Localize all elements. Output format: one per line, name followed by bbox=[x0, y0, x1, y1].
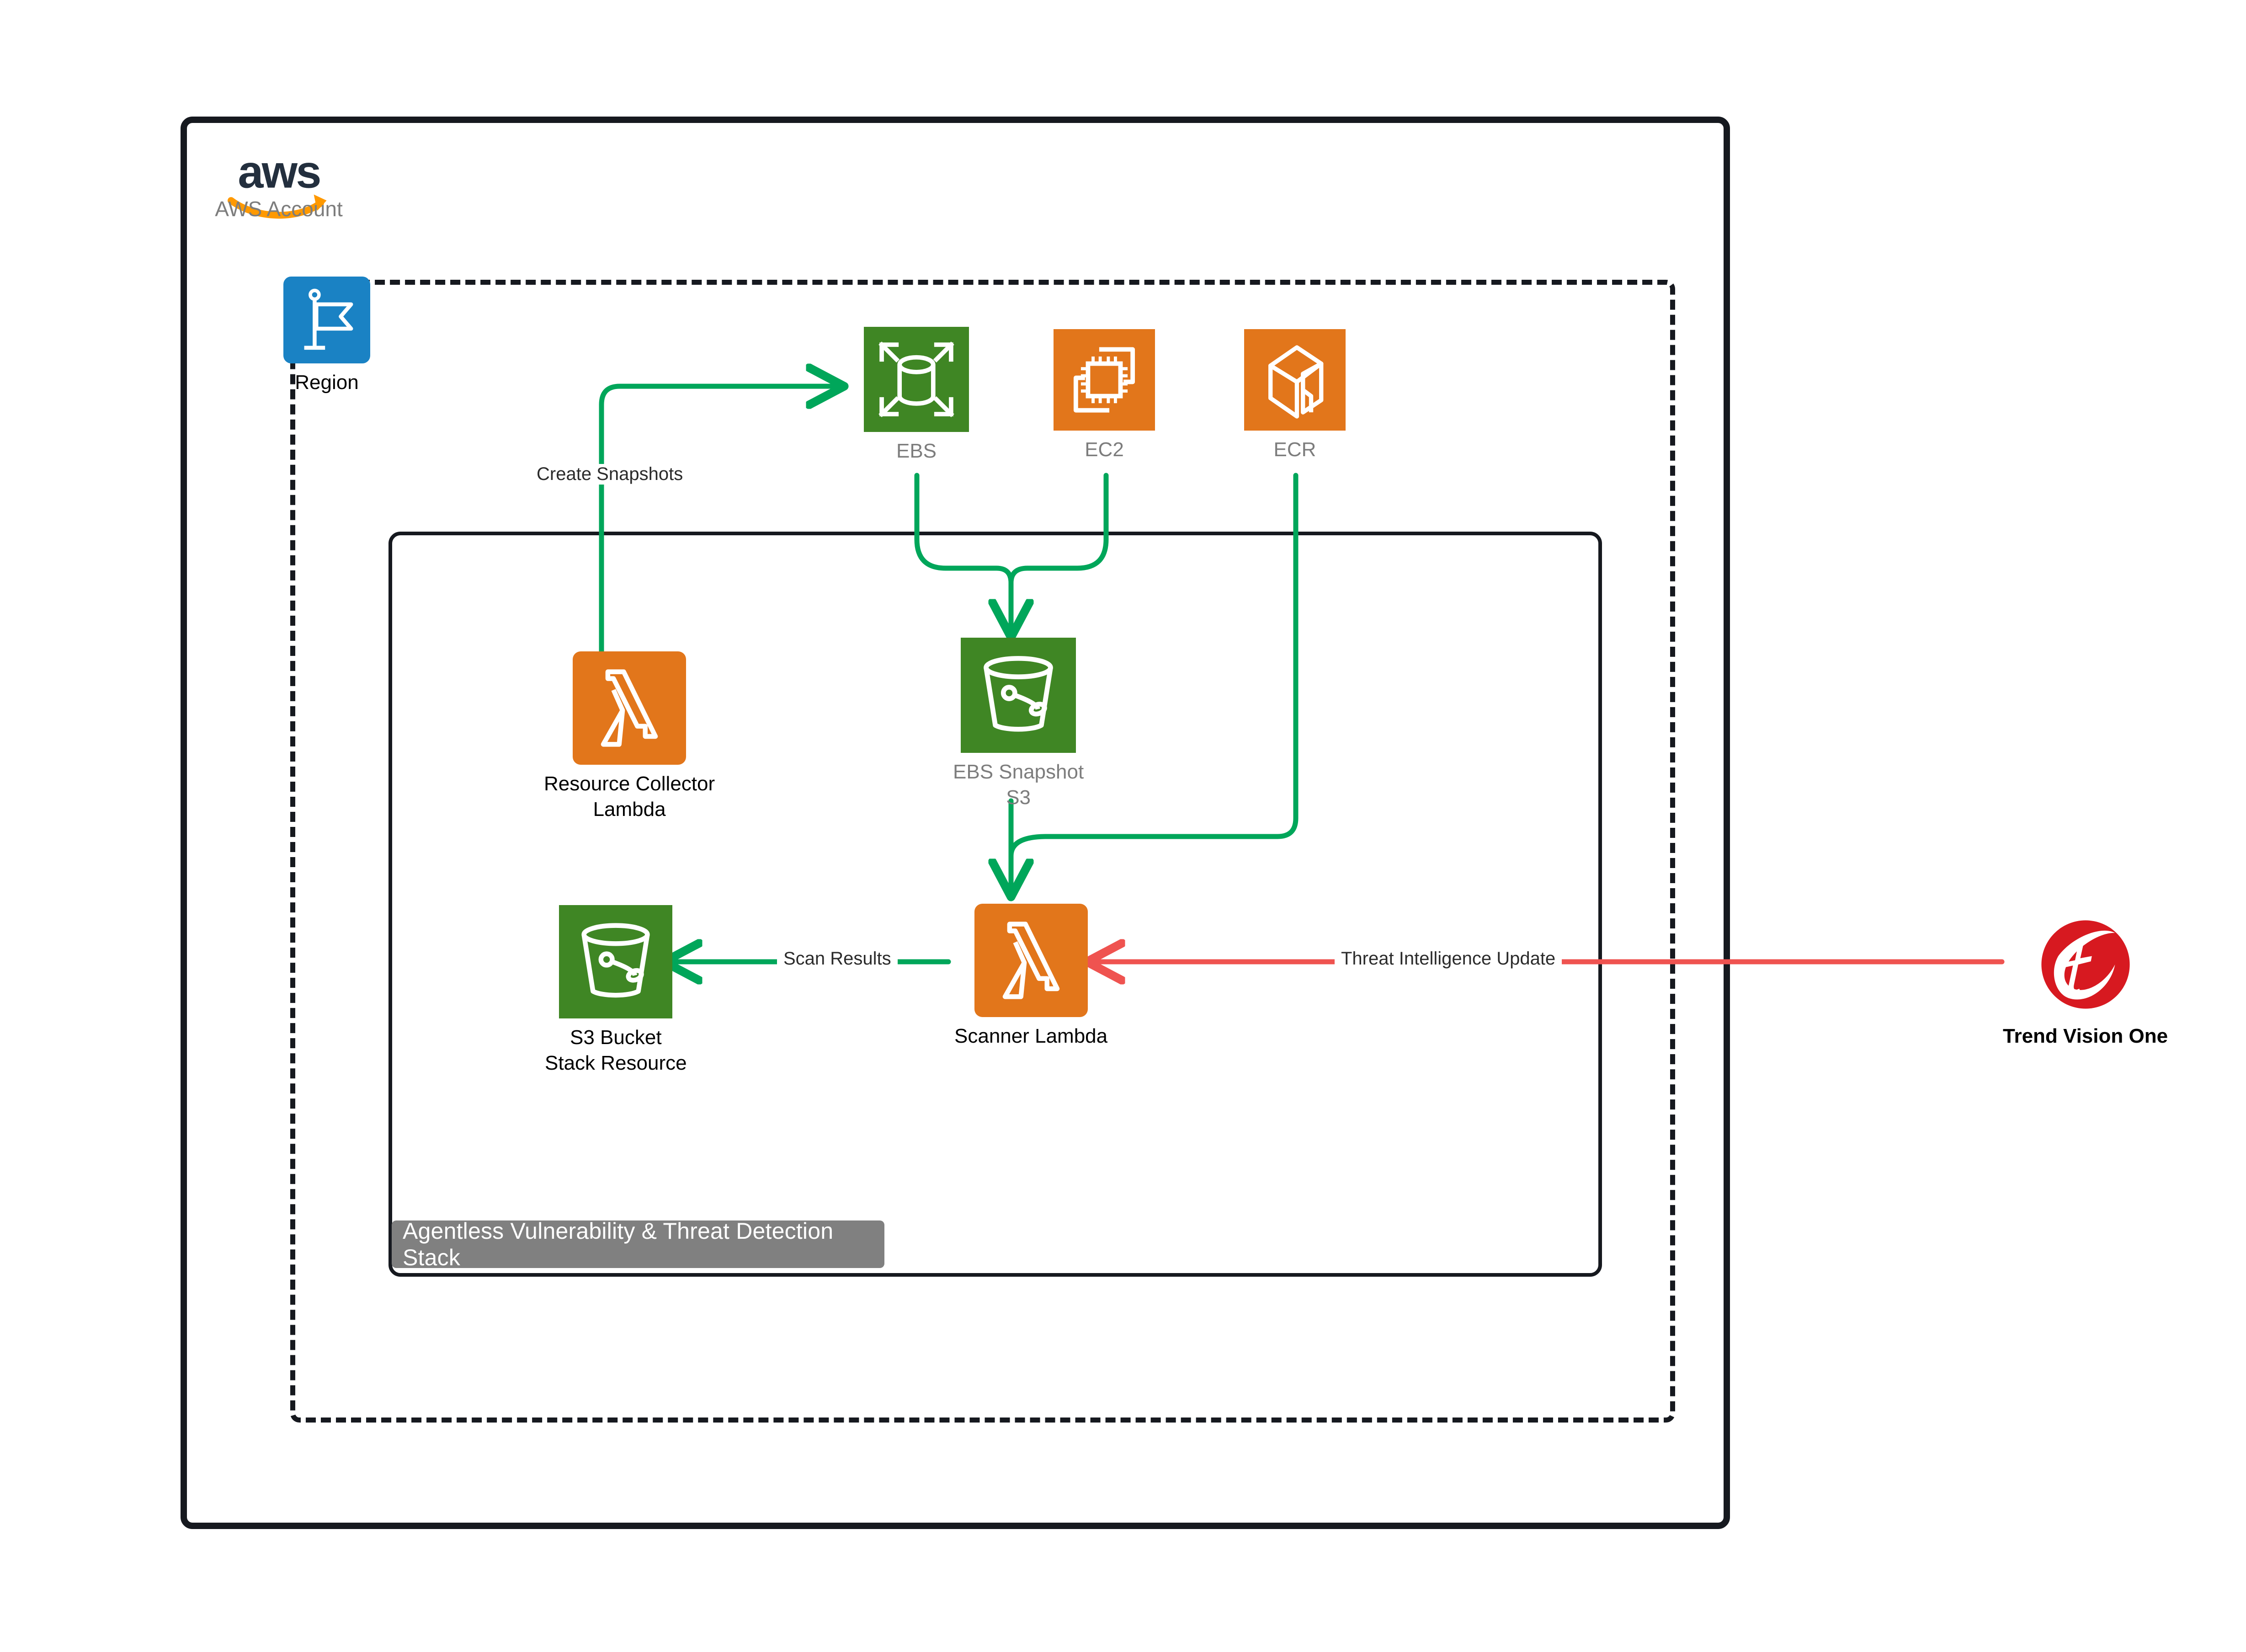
node-scanner-lambda[interactable]: Scanner Lambda bbox=[954, 904, 1107, 1049]
node-resource-collector-lambda[interactable]: Resource Collector Lambda bbox=[544, 651, 715, 823]
stack-label-banner: Agentless Vulnerability & Threat Detecti… bbox=[392, 1218, 884, 1270]
node-label-resource-collector-lambda: Resource Collector Lambda bbox=[544, 773, 715, 821]
ec2-icon bbox=[1054, 329, 1155, 431]
node-label-ecr: ECR bbox=[1273, 438, 1316, 461]
edge-label-create-snapshots: Create Snapshots bbox=[530, 464, 690, 485]
node-label-region: Region bbox=[295, 371, 359, 394]
node-ec2[interactable]: EC2 bbox=[1054, 329, 1155, 463]
node-label-ebs-snapshot-s3: EBS Snapshot S3 bbox=[953, 761, 1084, 809]
trend-micro-icon bbox=[2041, 920, 2130, 1009]
edge-label-scan-results: Scan Results bbox=[777, 949, 898, 969]
region-boundary bbox=[290, 280, 1675, 1423]
svg-text:aws: aws bbox=[238, 147, 319, 198]
s3-bucket-icon bbox=[961, 638, 1076, 753]
node-ebs-snapshot-s3[interactable]: EBS Snapshot S3 bbox=[953, 638, 1084, 811]
ecr-icon bbox=[1244, 329, 1346, 431]
node-label-trend-vision-one: Trend Vision One bbox=[2003, 1025, 2168, 1047]
lambda-icon bbox=[974, 904, 1088, 1017]
aws-account-label: AWS Account bbox=[215, 197, 343, 221]
node-trend-vision-one[interactable]: Trend Vision One bbox=[2003, 912, 2168, 1049]
edge-label-threat-intel: Threat Intelligence Update bbox=[1335, 949, 1562, 969]
node-label-ebs: EBS bbox=[896, 440, 937, 462]
ebs-icon bbox=[864, 327, 969, 432]
s3-bucket-icon bbox=[559, 905, 673, 1018]
aws-logo: aws bbox=[228, 147, 327, 219]
node-region[interactable]: Region bbox=[283, 277, 370, 395]
node-ecr[interactable]: ECR bbox=[1244, 329, 1346, 463]
node-s3-bucket-stack-resource[interactable]: S3 Bucket Stack Resource bbox=[545, 905, 687, 1076]
node-label-ec2: EC2 bbox=[1085, 438, 1124, 461]
node-label-scanner-lambda: Scanner Lambda bbox=[954, 1025, 1108, 1047]
lambda-icon bbox=[573, 651, 687, 765]
node-ebs[interactable]: EBS bbox=[864, 327, 969, 464]
node-label-s3-bucket-stack-resource: S3 Bucket Stack Resource bbox=[545, 1026, 687, 1075]
region-flag-icon bbox=[283, 277, 370, 363]
